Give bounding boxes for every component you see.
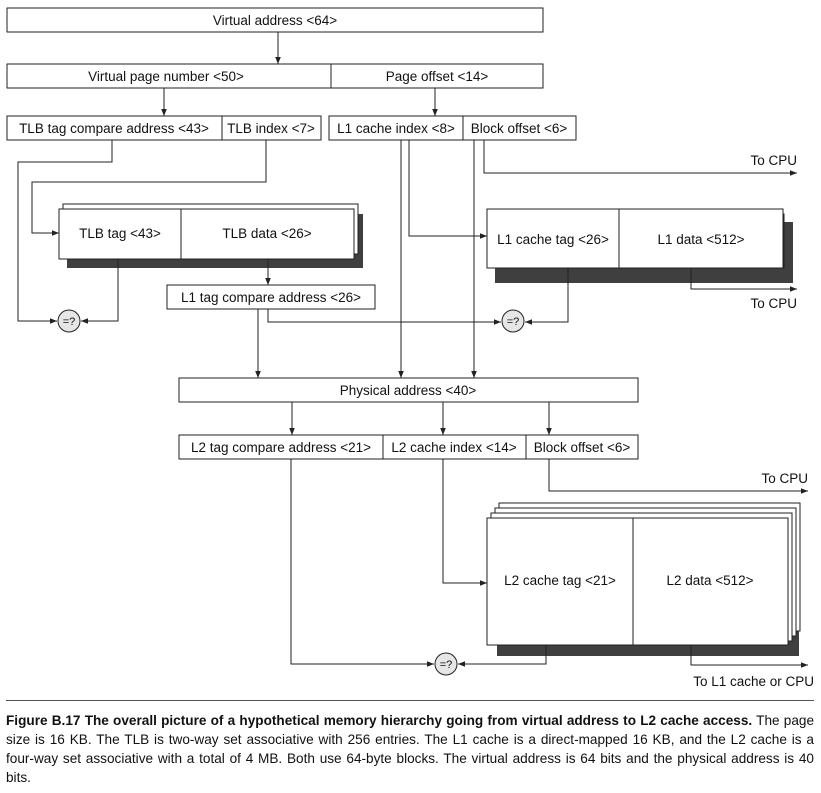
arrow-l1-tag-compare-to-comparator <box>267 309 501 325</box>
l2-cache-index-label: L2 cache index <14> <box>391 440 516 455</box>
tlb-comparator-label: =? <box>63 316 76 328</box>
arrow-l2-cache-tag-to-comparator <box>458 645 547 667</box>
arrow-l2-block-offset-to-cpu <box>548 459 808 494</box>
l2-cache-index-field: L2 cache index <14> <box>382 434 527 460</box>
to-cpu-label-3: To CPU <box>761 471 808 486</box>
arrow-l1-index-to-l1-array <box>408 140 487 239</box>
l2-comparator-label: =? <box>440 659 453 671</box>
l2-data-label: L2 data <512> <box>666 573 753 588</box>
l1-cache-tag-column: L1 cache tag <26> <box>486 208 620 269</box>
l1-block-offset-field: Block offset <6> <box>462 115 577 141</box>
l1-block-offset-label: Block offset <6> <box>471 121 568 136</box>
memory-hierarchy-diagram: Virtual address <64> Virtual page number… <box>6 7 814 689</box>
l2-cache-tag-column: L2 cache tag <21> <box>486 517 634 646</box>
arrow-l2-index-to-l2-array <box>442 459 487 586</box>
arrow-l1-cache-tag-to-comparator <box>525 268 569 325</box>
l2-tag-compare-address-label: L2 tag compare address <21> <box>191 440 371 455</box>
tlb-comparator: =? <box>57 309 81 333</box>
arrow-tlb-index-to-tlb <box>31 140 267 236</box>
physical-address-label: Physical address <40> <box>340 383 477 398</box>
to-l1-or-cpu-label: To L1 cache or CPU <box>693 674 814 689</box>
l2-cache-tag-label: L2 cache tag <21> <box>504 573 616 588</box>
virtual-address-label: Virtual address <64> <box>213 13 337 28</box>
l2-tag-compare-address-field: L2 tag compare address <21> <box>178 434 384 460</box>
l1-cache-index-label: L1 cache index <8> <box>337 121 455 136</box>
virtual-page-number-label: Virtual page number <50> <box>88 69 244 84</box>
l1-cache-index-field: L1 cache index <8> <box>328 115 464 141</box>
figure-caption-body: The page size is 16 KB. The TLB is two-w… <box>6 713 815 785</box>
page-offset-field: Page offset <14> <box>330 63 544 89</box>
tlb-tag-compare-address-label: TLB tag compare address <43> <box>19 121 209 136</box>
figure-caption: Figure B.17 The overall picture of a hyp… <box>6 711 814 787</box>
l1-comparator: =? <box>501 309 525 333</box>
l2-cache-array: L2 cache tag <21> L2 data <512> <box>486 502 801 656</box>
arrow-tlb-tag-to-comparator <box>81 259 119 324</box>
tlb-tag-column: TLB tag <43> <box>58 208 182 260</box>
l2-block-offset-field: Block offset <6> <box>525 434 639 460</box>
to-cpu-label-2: To CPU <box>750 296 797 311</box>
l2-comparator: =? <box>434 652 458 676</box>
arrow-l1-data-to-cpu <box>690 268 797 292</box>
physical-address-box: Physical address <40> <box>178 377 639 403</box>
virtual-address-box: Virtual address <64> <box>6 7 544 33</box>
l1-data-label: L1 data <512> <box>657 232 744 247</box>
tlb-data-column: TLB data <26> <box>180 208 355 260</box>
l2-block-offset-label: Block offset <6> <box>534 440 631 455</box>
tlb-index-label: TLB index <7> <box>227 121 315 136</box>
l2-data-column: L2 data <512> <box>632 517 789 646</box>
virtual-page-number-field: Virtual page number <50> <box>6 63 332 89</box>
l1-comparator-label: =? <box>507 316 520 328</box>
caption-divider <box>6 700 814 701</box>
figure-title: The overall picture of a hypothetical me… <box>84 713 753 728</box>
tlb-tag-compare-address-field: TLB tag compare address <43> <box>6 115 223 141</box>
tlb-index-field: TLB index <7> <box>221 115 322 141</box>
arrow-l2-tag-compare-to-comparator <box>290 459 434 667</box>
arrow-l2-data-to-l1-or-cpu <box>690 645 808 668</box>
l1-data-column: L1 data <512> <box>618 208 784 269</box>
to-cpu-label-1: To CPU <box>750 153 797 168</box>
arrow-l1-block-offset-to-cpu <box>483 140 797 176</box>
l1-cache-tag-label: L1 cache tag <26> <box>497 232 609 247</box>
arrow-tlb-tag-compare-to-comparator <box>17 140 113 324</box>
l1-tag-compare-address-label: L1 tag compare address <26> <box>181 290 361 305</box>
page-offset-label: Page offset <14> <box>386 69 489 84</box>
figure-number: Figure B.17 <box>6 713 81 728</box>
l1-cache-array: L1 cache tag <26> L1 data <512> <box>486 208 793 283</box>
tlb-tag-label: TLB tag <43> <box>79 226 161 241</box>
l1-tag-compare-address-box: L1 tag compare address <26> <box>166 284 376 310</box>
tlb-data-label: TLB data <26> <box>222 226 311 241</box>
tlb-array: TLB tag <43> TLB data <26> <box>58 203 363 268</box>
